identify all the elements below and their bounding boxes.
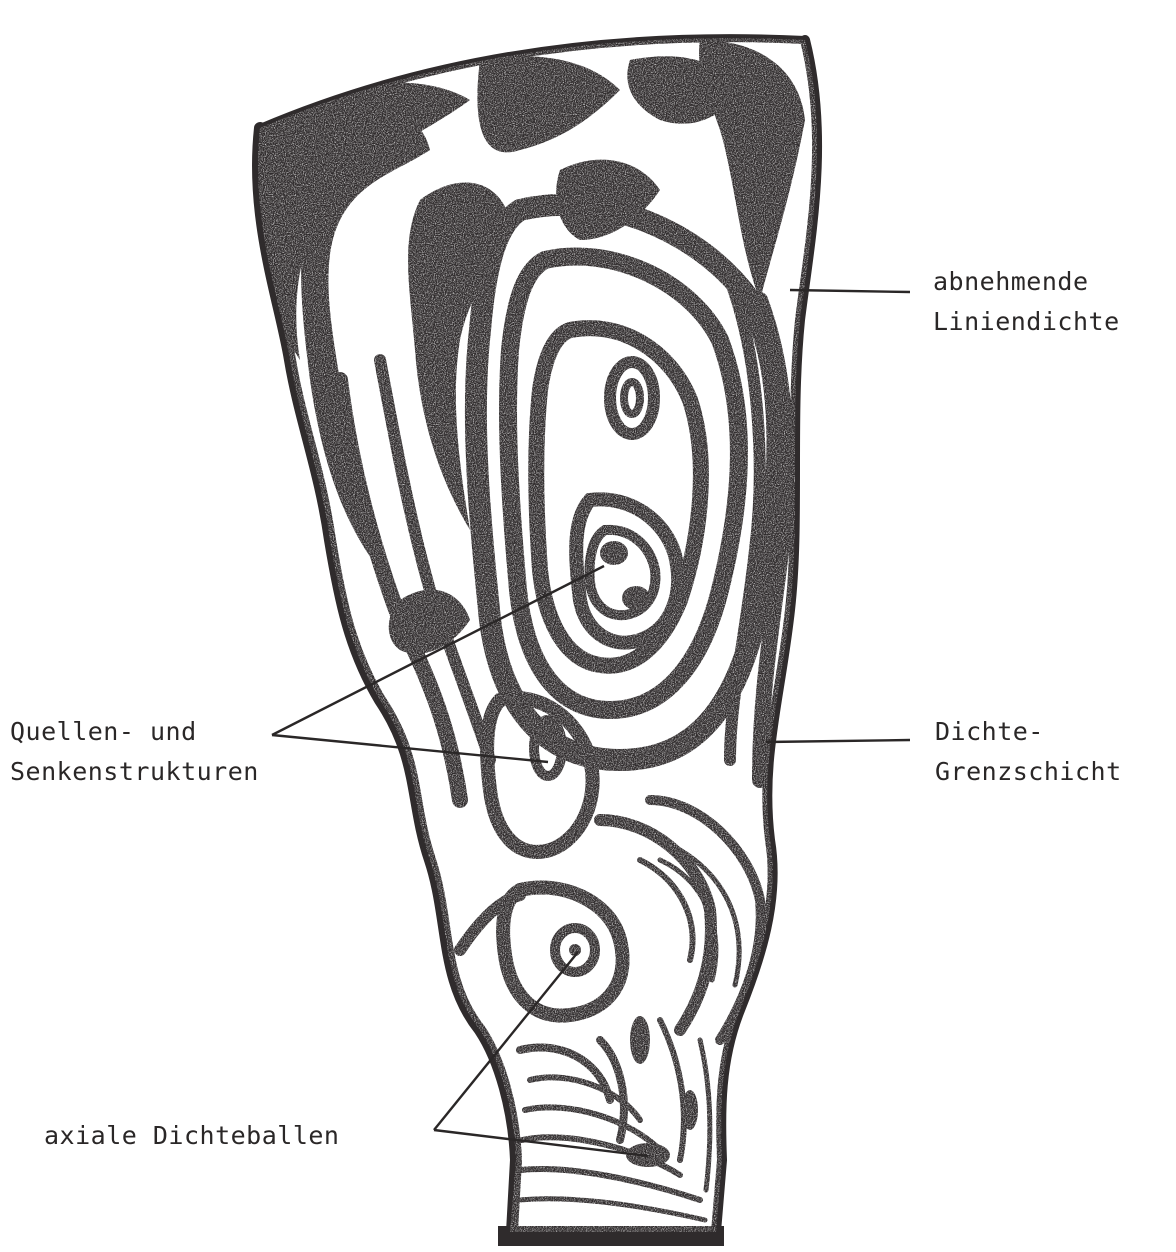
label-axiale-dichteballen: axiale Dichteballen [44, 1116, 339, 1156]
label-quellen-senkenstrukturen: Quellen- und Senkenstrukturen [10, 712, 259, 792]
label-line: Grenzschicht [935, 752, 1122, 792]
label-line: Senkenstrukturen [10, 752, 259, 792]
label-line: axiale Dichteballen [44, 1116, 339, 1156]
label-line: Quellen- und [10, 712, 259, 752]
label-abnehmende-liniendichte: abnehmende Liniendichte [933, 262, 1120, 342]
leader-grenzschicht [766, 740, 910, 742]
label-line: Dichte- [935, 712, 1122, 752]
label-dichte-grenzschicht: Dichte- Grenzschicht [935, 712, 1122, 792]
label-line: abnehmende [933, 262, 1120, 302]
label-line: Liniendichte [933, 302, 1120, 342]
